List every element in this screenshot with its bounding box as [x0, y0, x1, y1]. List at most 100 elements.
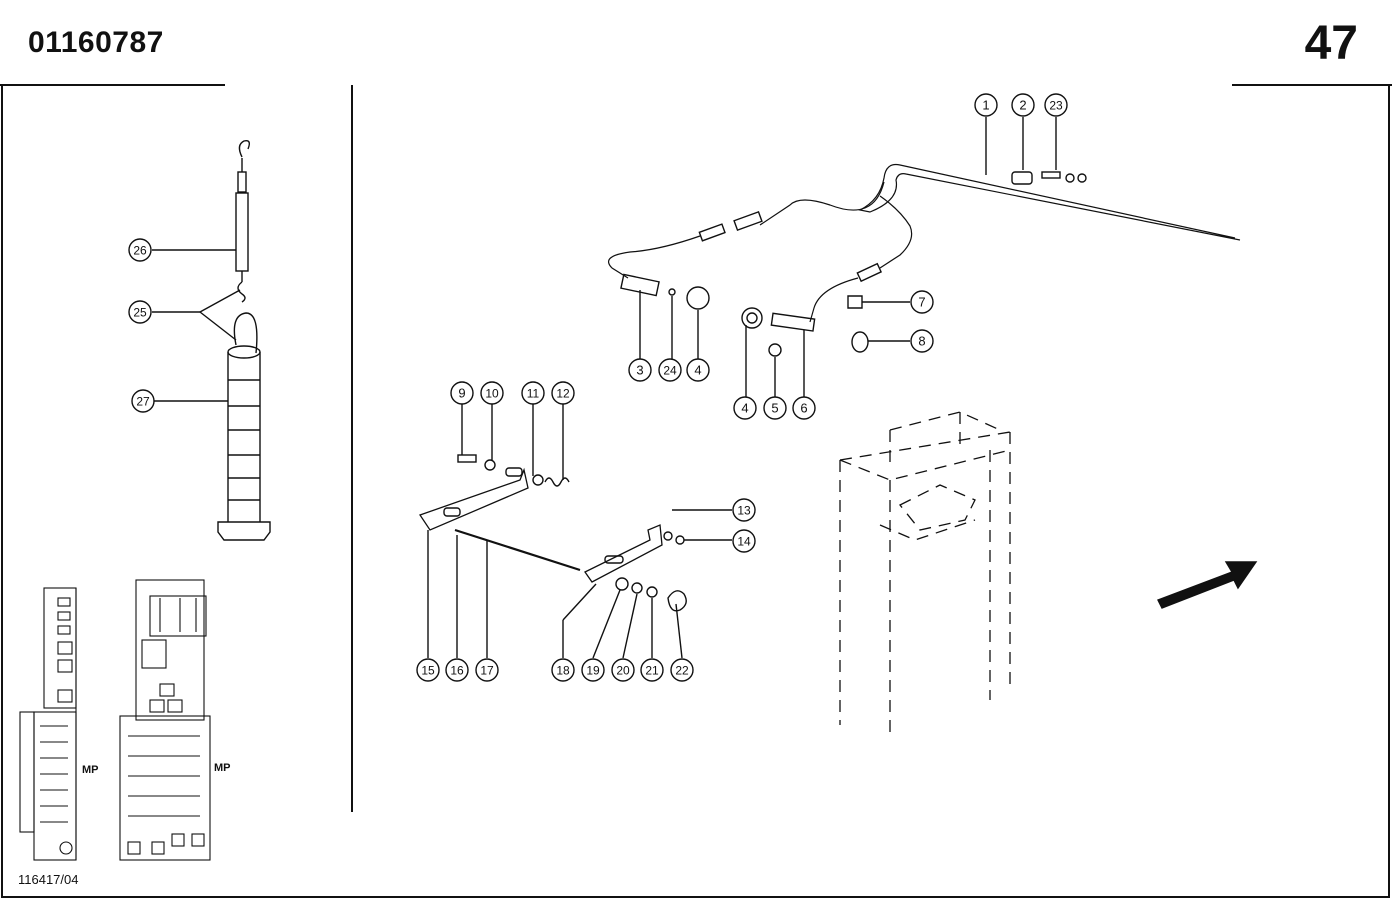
callout-2: 2 — [1011, 93, 1035, 117]
inset-label-mp-right: MP — [214, 762, 231, 774]
callout-circle — [450, 381, 474, 405]
callout-circle — [581, 658, 605, 682]
callout-label: 22 — [675, 664, 689, 678]
callout-13: 13 — [732, 498, 756, 522]
callout-label: 10 — [485, 387, 499, 401]
callout-label: 11 — [527, 387, 540, 401]
callout-circle — [658, 358, 682, 382]
callout-24: 24 — [658, 358, 682, 382]
callout-8: 8 — [910, 329, 934, 353]
callout-label: 5 — [771, 401, 778, 416]
siphon-assembly — [152, 139, 271, 541]
sensor-holders — [620, 117, 1057, 398]
callout-18: 18 — [551, 658, 575, 682]
callout-label: 2 — [1019, 98, 1026, 113]
callout-label: 16 — [450, 664, 464, 678]
callout-circle — [475, 658, 499, 682]
callout-27: 27 — [131, 389, 155, 413]
callout-circle — [521, 381, 545, 405]
callout-26: 26 — [128, 238, 152, 262]
callout-label: 19 — [586, 664, 600, 678]
inset-label-mp-left: MP — [82, 764, 99, 776]
callout-4: 4 — [733, 396, 757, 420]
callout-16: 16 — [445, 658, 469, 682]
callout-label: 25 — [133, 306, 147, 320]
capillary-tube — [608, 163, 1241, 323]
callout-label: 21 — [645, 664, 659, 678]
callout-20: 20 — [611, 658, 635, 682]
callout-6: 6 — [792, 396, 816, 420]
callout-10: 10 — [480, 381, 504, 405]
inset-mp-views — [19, 579, 211, 861]
callout-label: 27 — [136, 395, 150, 409]
callout-circle — [1044, 93, 1068, 117]
page-frame — [0, 84, 1392, 898]
callout-21: 21 — [640, 658, 664, 682]
callout-circle — [416, 658, 440, 682]
callout-label: 24 — [663, 364, 677, 378]
callout-label: 26 — [133, 244, 147, 258]
callout-circle — [792, 396, 816, 420]
callout-circle — [628, 358, 652, 382]
callout-circle — [131, 389, 155, 413]
callout-15: 15 — [416, 658, 440, 682]
callout-label: 23 — [1049, 99, 1063, 113]
callout-1: 1 — [974, 93, 998, 117]
callout-circle — [733, 396, 757, 420]
callout-label: 7 — [918, 295, 925, 310]
callout-22: 22 — [670, 658, 694, 682]
callout-circle — [910, 290, 934, 314]
document-number: 01160787 — [28, 26, 164, 59]
callout-circle — [732, 498, 756, 522]
bracket-rod-assembly — [418, 400, 732, 659]
callout-25: 25 — [128, 300, 152, 324]
callout-label: 1 — [982, 98, 989, 113]
callout-label: 4 — [694, 363, 701, 378]
callout-7: 7 — [910, 290, 934, 314]
callout-17: 17 — [475, 658, 499, 682]
callout-19: 19 — [581, 658, 605, 682]
callout-circle — [1011, 93, 1035, 117]
callout-circle — [445, 658, 469, 682]
callout-label: 15 — [421, 664, 435, 678]
callout-label: 4 — [741, 401, 748, 416]
callout-23: 23 — [1044, 93, 1068, 117]
callout-label: 17 — [480, 664, 494, 678]
direction-arrow — [1157, 561, 1258, 609]
callout-circle — [128, 238, 152, 262]
callout-circle — [732, 529, 756, 553]
callout-circle — [910, 329, 934, 353]
callout-circle — [480, 381, 504, 405]
callout-11: 11 — [521, 381, 545, 405]
callout-circle — [551, 658, 575, 682]
appliance-outline — [839, 411, 1011, 740]
callout-circle — [640, 658, 664, 682]
callout-label: 12 — [556, 387, 570, 401]
callout-label: 18 — [556, 664, 570, 678]
callout-label: 8 — [918, 334, 925, 349]
callout-circle — [128, 300, 152, 324]
callout-12: 12 — [551, 381, 575, 405]
callout-label: 13 — [737, 504, 751, 518]
callout-circle — [763, 396, 787, 420]
callout-label: 20 — [616, 664, 630, 678]
callout-5: 5 — [763, 396, 787, 420]
page-number: 47 — [1304, 17, 1358, 70]
callout-label: 3 — [636, 363, 643, 378]
callout-circle — [670, 658, 694, 682]
drawing-reference: 116417/04 — [18, 872, 79, 887]
callout-label: 9 — [458, 386, 465, 401]
callout-label: 6 — [800, 401, 807, 416]
callout-circle — [551, 381, 575, 405]
callout-4: 4 — [686, 358, 710, 382]
callout-3: 3 — [628, 358, 652, 382]
callout-circle — [686, 358, 710, 382]
callout-circle — [611, 658, 635, 682]
callout-9: 9 — [450, 381, 474, 405]
callout-label: 14 — [737, 535, 751, 549]
callout-circle — [974, 93, 998, 117]
callout-14: 14 — [732, 529, 756, 553]
